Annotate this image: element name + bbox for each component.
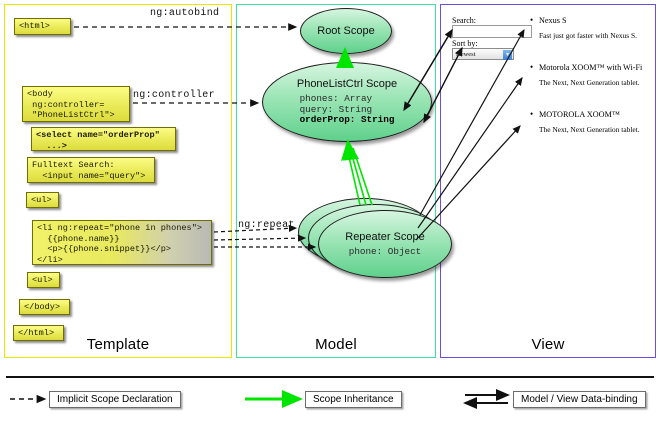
- code-box-fulltext-search: Fulltext Search: <input name="query">: [27, 157, 155, 183]
- column-model: Model: [236, 4, 436, 358]
- scope-property: phones: Array: [299, 93, 373, 105]
- code-box-body-close: </body>: [19, 299, 70, 315]
- column-label-model: Model: [315, 336, 357, 353]
- repeater-scope-properties: phone: Object: [348, 245, 422, 258]
- phone-snippet: The Next, Next Generation tablet.: [539, 125, 640, 134]
- legend-item-scope-inheritance: Scope Inheritance: [305, 391, 402, 408]
- repeater-scope-title: Repeater Scope: [345, 230, 425, 243]
- sort-by-label: Sort by:: [452, 39, 478, 48]
- phone-name: MOTOROLA XOOM™: [530, 109, 654, 119]
- scope-property: orderProp: String: [299, 114, 395, 126]
- edge-label-ng-repeat: ng:repeat: [238, 220, 295, 231]
- scope-property: phone: Object: [348, 245, 422, 257]
- phone-list-item[interactable]: MOTOROLA XOOM™ The Next, Next Generation…: [530, 109, 654, 134]
- sort-by-selected-value: Newest: [456, 51, 476, 58]
- chevron-down-icon: ▾: [503, 50, 512, 60]
- phone-list-item[interactable]: Nexus S Fast just got faster with Nexus …: [530, 15, 654, 40]
- search-input[interactable]: [452, 25, 532, 38]
- root-scope-title: Root Scope: [317, 24, 375, 37]
- column-label-view: View: [531, 336, 565, 353]
- legend-double-arrow-icon: [463, 389, 510, 409]
- legend-divider: [6, 376, 654, 378]
- code-box-select: <select name="orderProp" ...>: [31, 127, 176, 151]
- edge-label-ng-controller: ng:controller: [133, 90, 215, 101]
- code-box-li-repeat: <li ng:repeat="phone in phones"> {{phone…: [32, 220, 212, 265]
- legend-item-model-view-data-binding: Model / View Data-binding: [513, 391, 646, 408]
- phone-list-item[interactable]: Motorola XOOM™ with Wi-Fi The Next, Next…: [530, 62, 654, 87]
- phonelistctrl-scope-properties: phones: Array query: String orderProp: S…: [300, 94, 395, 126]
- phone-snippet: The Next, Next Generation tablet.: [539, 78, 640, 87]
- repeater-scope: Repeater Scope phone: Object: [318, 210, 452, 278]
- code-box-ul-close: <ul>: [27, 272, 60, 288]
- root-scope: Root Scope: [300, 8, 392, 54]
- sort-by-select[interactable]: Newest ▾: [452, 48, 514, 60]
- code-box-body-open: <body ng:controller= "PhoneListCtrl">: [22, 86, 130, 122]
- view-app-preview: Search: Sort by: Newest ▾ Nexus S Fast j…: [444, 8, 654, 138]
- scope-property: query: String: [299, 103, 373, 115]
- column-label-template: Template: [86, 336, 150, 353]
- code-box-html-open: <html>: [14, 18, 71, 35]
- phone-name: Nexus S: [530, 15, 654, 25]
- code-box-html-close: </html>: [13, 325, 64, 341]
- phonelistctrl-scope: PhoneListCtrl Scope phones: Array query:…: [262, 62, 432, 142]
- edge-label-ng-autobind: ng:autobind: [150, 8, 220, 19]
- phone-snippet: Fast just got faster with Nexus S.: [539, 31, 637, 40]
- phonelistctrl-scope-title: PhoneListCtrl Scope: [296, 78, 398, 91]
- phone-name: Motorola XOOM™ with Wi-Fi: [530, 62, 654, 72]
- search-label: Search:: [452, 16, 476, 25]
- code-box-ul-open: <ul>: [26, 192, 59, 208]
- legend-item-implicit-scope-declaration: Implicit Scope Declaration: [49, 391, 181, 408]
